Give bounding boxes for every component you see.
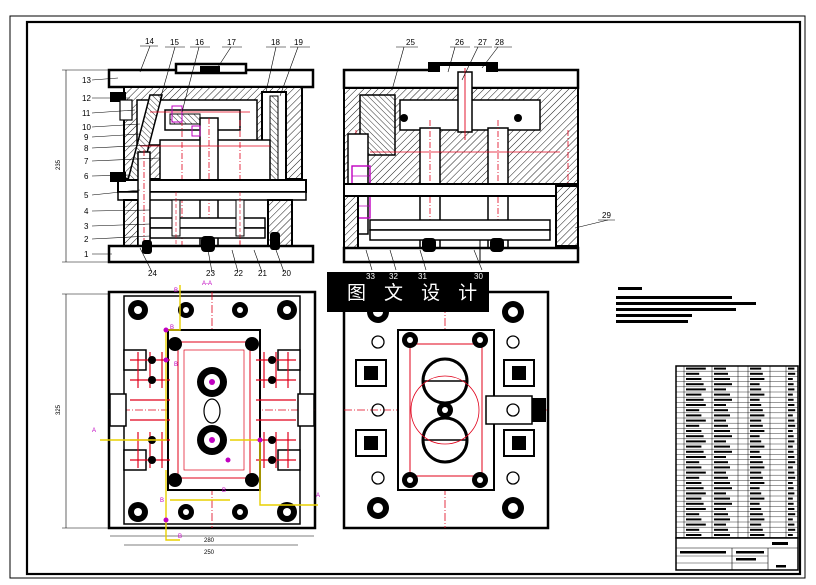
- section-marker: B: [174, 362, 178, 368]
- section-marker: B: [160, 498, 164, 504]
- front-view-leaders: [91, 45, 310, 273]
- part-label: 29: [602, 211, 611, 220]
- part-label: 1: [84, 250, 89, 259]
- part-label: 13: [82, 76, 91, 85]
- front-view-section: 2 3 5: [56, 62, 315, 264]
- part-label: 12: [82, 94, 91, 103]
- part-label: 24: [148, 269, 157, 278]
- part-label: 25: [406, 38, 415, 47]
- section-markers: B B A A B B B B: [92, 288, 320, 540]
- part-label: 26: [455, 38, 464, 47]
- technical-notes: [616, 287, 756, 323]
- section-marker: B: [174, 288, 178, 294]
- svg-text:235: 235: [56, 159, 62, 170]
- part-label: 3: [84, 222, 89, 231]
- part-label: 2: [84, 235, 89, 244]
- part-label: 8: [84, 144, 89, 153]
- part-label: 28: [495, 38, 504, 47]
- svg-text:280: 280: [204, 538, 215, 544]
- svg-text:250: 250: [204, 550, 215, 556]
- section-marker: B: [170, 325, 174, 331]
- part-label: 15: [170, 38, 179, 47]
- plan-view-left: 325 280 250: [56, 285, 318, 556]
- part-label: 27: [478, 38, 487, 47]
- part-label: 20: [282, 269, 291, 278]
- side-view-leaders: [365, 46, 615, 271]
- part-label: 10: [82, 123, 91, 132]
- part-label: 7: [84, 157, 89, 166]
- part-label: 32: [389, 272, 398, 281]
- part-label: 4: [84, 207, 89, 216]
- parts-list-table: [675, 365, 799, 539]
- part-label: 17: [227, 38, 236, 47]
- svg-text:325: 325: [56, 404, 62, 415]
- part-label: 19: [294, 38, 303, 47]
- outer-frame: [9, 15, 806, 579]
- part-label: 11: [82, 109, 91, 118]
- part-label: 33: [366, 272, 375, 281]
- part-label: 23: [206, 269, 215, 278]
- part-label: 30: [474, 272, 483, 281]
- part-label: 9: [84, 133, 89, 142]
- banner-text: 图 文 设 计: [347, 282, 483, 304]
- part-label: 16: [195, 38, 204, 47]
- section-marker: B: [222, 488, 226, 494]
- inner-frame: [25, 20, 802, 576]
- side-view-section: [342, 62, 580, 264]
- section-marker: B: [178, 534, 182, 540]
- section-label: A-A: [202, 281, 212, 287]
- part-label: 14: [145, 37, 154, 46]
- part-label: 18: [271, 38, 280, 47]
- front-view-part-numbers: 13 12 11 10 9 8 7 6 5 4 3 2 1 14 15 16 1…: [82, 37, 303, 287]
- title-block: [675, 537, 799, 571]
- part-label: 31: [418, 272, 427, 281]
- part-label: 5: [84, 191, 89, 200]
- section-marker: A: [92, 428, 96, 434]
- watermark-banner: 图 文 设 计: [327, 272, 489, 312]
- side-view-part-numbers: 25 26 27 28 29: [406, 38, 611, 220]
- part-label: 22: [234, 269, 243, 278]
- part-label: 21: [258, 269, 267, 278]
- plan-view-right: [342, 290, 550, 530]
- section-marker: A: [316, 493, 320, 499]
- side-view-bottom-numbers: 33 32 31 30: [366, 272, 483, 281]
- part-label: 6: [84, 172, 89, 181]
